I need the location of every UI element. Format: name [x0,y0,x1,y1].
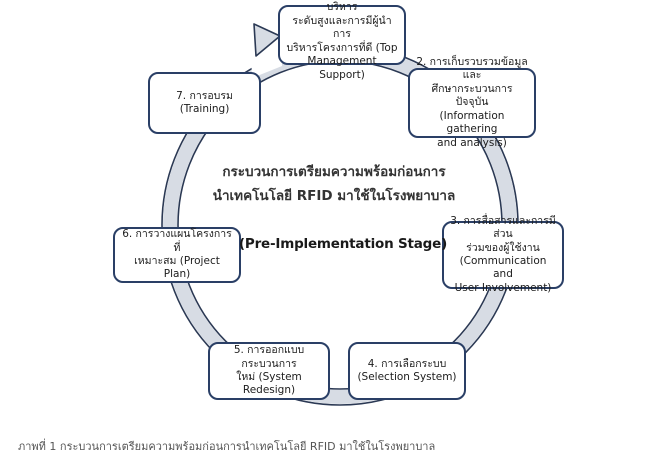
step-selection-system: 4. การเลือกระบบ (Selection System) [348,342,466,400]
step-system-redesign: 5. การออกแบบกระบวนการ ใหม่ (System Redes… [208,342,330,400]
step-information-gathering: 2. การเก็บรวบรวมข้อมูลและ ศึกษากระบวนการ… [408,56,536,149]
step-project-plan: 6. การวางแผนโครงการที่ เหมาะสม (Project … [113,227,241,283]
center-title-line-2: นำเทคโนโลยี RFID มาใช้ในโรงพยาบาล [212,188,456,204]
step-top-management-support: 1. การสนับสนุนจากผู้บริหาร ระดับสูงและกา… [278,1,406,81]
figure-caption: ภาพที่ 1 กระบวนการเตรียมความพร้อมก่อนการ… [18,440,436,450]
cycle-arrowhead [253,23,281,57]
stage-label: (Pre-Implementation Stage) [238,236,448,252]
step-communication-user-involvement: 3. การสื่อสารและการมีส่วน ร่วมของผู้ใช้ง… [442,215,564,294]
step-training: 7. การอบรม (Training) [148,72,261,134]
center-title-line-1: กระบวนการเตรียมความพร้อมก่อนการ [222,164,446,180]
